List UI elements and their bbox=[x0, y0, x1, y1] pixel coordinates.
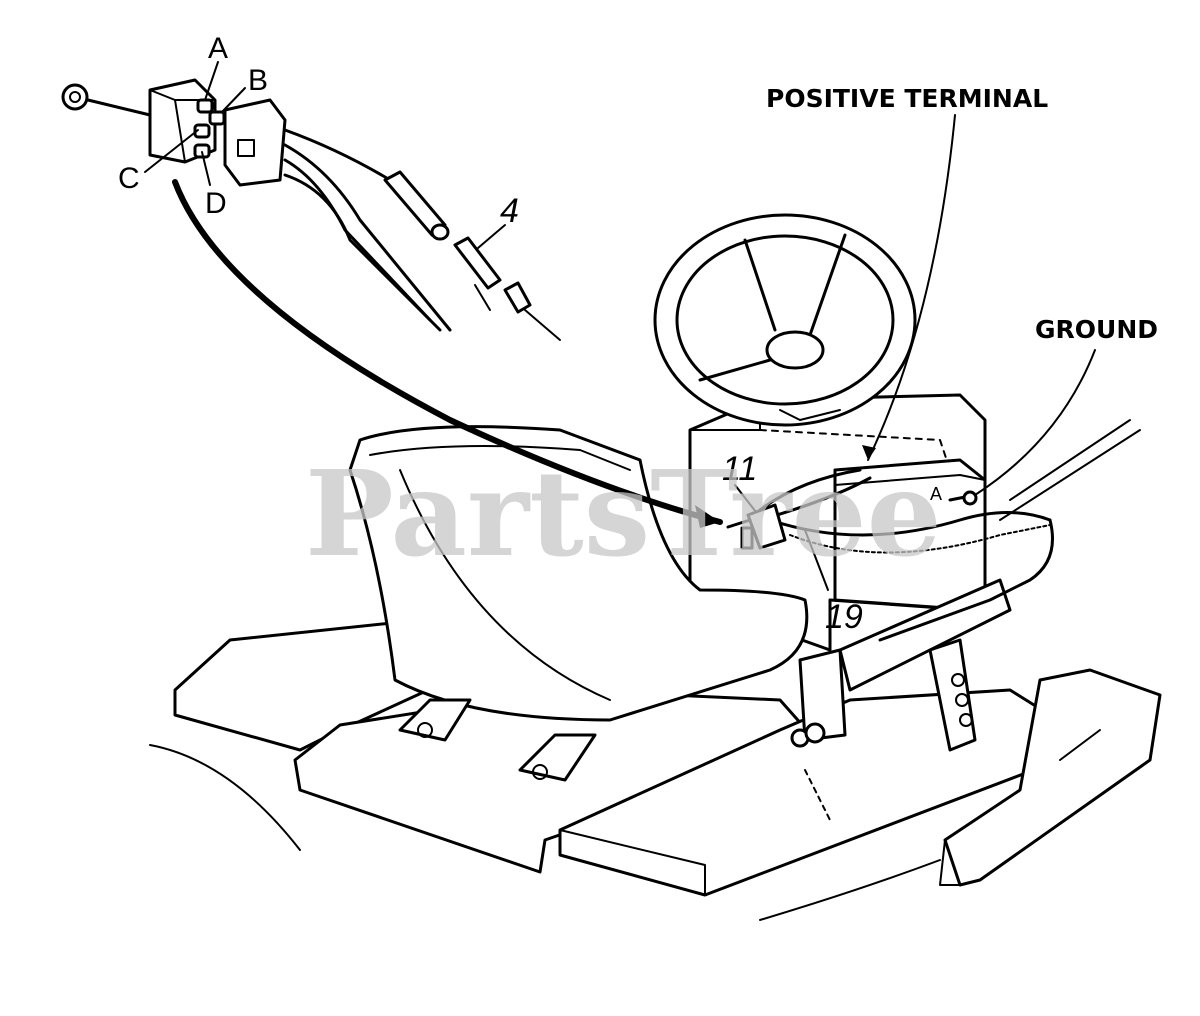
switch-exploded-view bbox=[61, 61, 723, 528]
positive-terminal-label: POSITIVE TERMINAL bbox=[766, 84, 1048, 113]
terminal-b-label: B bbox=[248, 64, 268, 97]
part-19-label: 19 bbox=[825, 598, 863, 636]
watermark: PartsTree bbox=[305, 444, 942, 583]
ground-label: GROUND bbox=[1035, 315, 1158, 344]
terminal-d-label: D bbox=[205, 187, 227, 220]
terminal-a-label: A bbox=[208, 32, 228, 65]
svg-text:A: A bbox=[930, 484, 942, 504]
part-11-label: 11 bbox=[722, 450, 757, 488]
seat bbox=[348, 425, 809, 782]
ignition-switch-installed bbox=[726, 503, 787, 550]
part-4-label: 4 bbox=[500, 192, 519, 230]
steering-wheel bbox=[653, 213, 917, 427]
terminal-c-label: C bbox=[118, 162, 140, 195]
label-leaders bbox=[734, 114, 1096, 591]
